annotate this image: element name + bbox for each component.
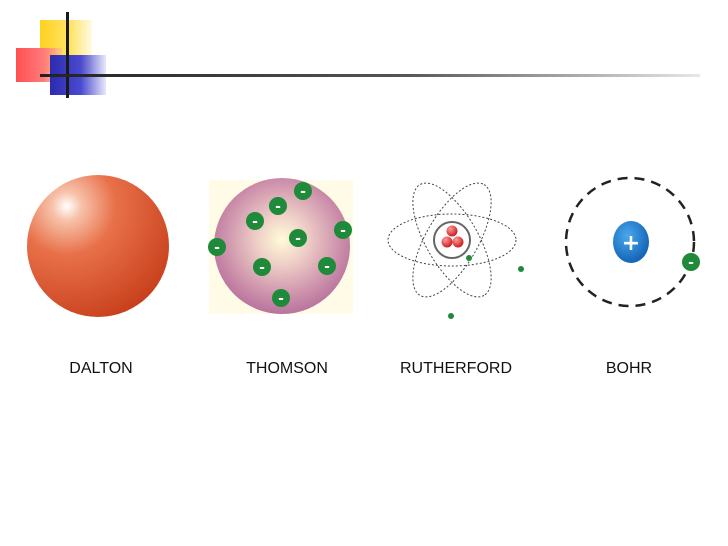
electron-sign: -	[340, 223, 346, 239]
thomson-model: ---------	[208, 178, 353, 314]
thomson-electron	[334, 221, 352, 239]
electron-sign: -	[324, 259, 330, 275]
label-bohr: BOHR	[605, 360, 653, 377]
electron-sign: -	[275, 199, 281, 215]
thomson-electrons: ---------	[208, 182, 352, 307]
decor-horizontal-line	[40, 74, 700, 77]
nucleus-particle	[446, 225, 458, 237]
electron-sign: -	[259, 260, 265, 276]
thomson-electron	[272, 289, 290, 307]
proton-sign: +	[622, 231, 640, 256]
thomson-electron	[269, 197, 287, 215]
decor-vertical-line	[66, 12, 69, 98]
rutherford-orbit	[412, 182, 492, 298]
nucleus-particle	[441, 236, 453, 248]
dalton-model	[27, 175, 169, 317]
thomson-sphere	[214, 178, 350, 314]
thomson-electron	[294, 182, 312, 200]
rutherford-electron	[466, 255, 472, 261]
electron-sign: -	[278, 291, 284, 307]
thomson-electron	[289, 229, 307, 247]
thomson-electron	[318, 257, 336, 275]
dalton-sphere	[27, 175, 169, 317]
electron-sign: -	[300, 184, 306, 200]
label-rutherford: RUTHERFORD	[400, 360, 512, 377]
rutherford-electron	[448, 313, 454, 319]
bohr-electron	[682, 253, 700, 271]
rutherford-orbit	[387, 213, 517, 267]
bohr-orbit	[564, 176, 696, 308]
label-thomson: THOMSON	[246, 360, 328, 377]
electron-sign: -	[252, 214, 258, 230]
bohr-model: + -	[564, 176, 700, 308]
nucleus-particle	[452, 236, 464, 248]
thomson-electron	[246, 212, 264, 230]
electron-sign: -	[295, 231, 301, 247]
thomson-electron	[208, 238, 226, 256]
rutherford-electron	[518, 266, 524, 272]
thomson-electron	[253, 258, 271, 276]
rutherford-orbit	[412, 182, 492, 298]
electron-sign: -	[214, 240, 220, 256]
bohr-nucleus	[613, 221, 649, 263]
label-dalton: DALTON	[69, 360, 133, 377]
electron-sign: -	[688, 255, 694, 271]
rutherford-model	[387, 182, 524, 319]
